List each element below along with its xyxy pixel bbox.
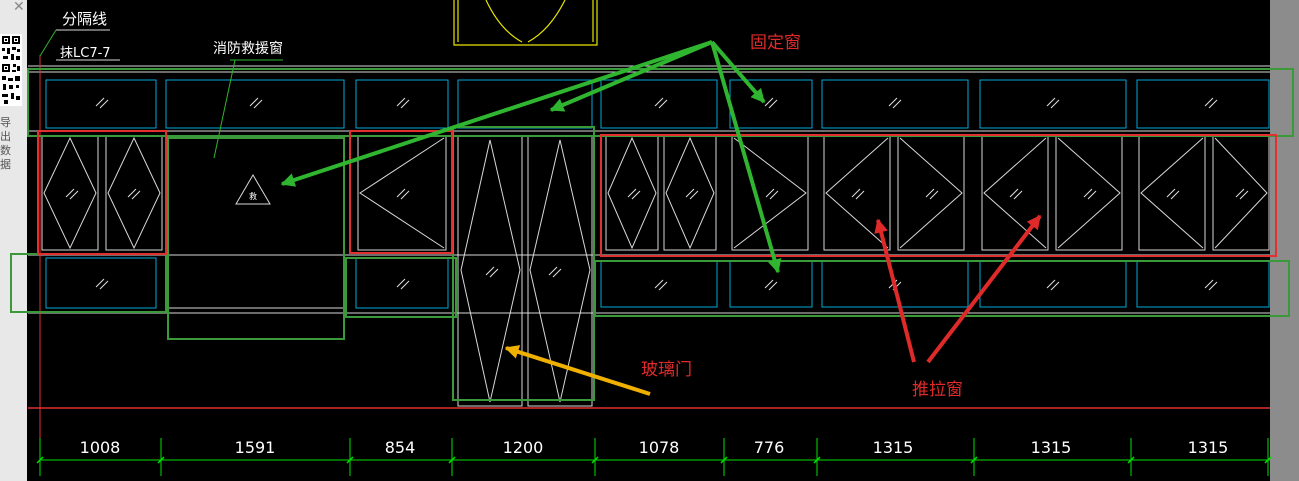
dim-1591: 1591 [235,438,276,457]
dim-1200: 1200 [503,438,544,457]
glass-door-annotation: 玻璃门 [641,360,692,380]
dim-1315-c: 1315 [1188,438,1229,457]
dimension-line [39,438,1270,476]
glass-marks [65,97,1249,291]
close-icon[interactable]: ✕ [13,0,25,15]
sliding-sashes [41,135,1270,251]
sliding-window-arrows [874,214,1042,364]
separator-label: 分隔线 [62,10,107,28]
upper-fixed-panes [45,79,1270,129]
right-scroll-panel[interactable] [1270,0,1299,481]
fire-symbol-label: 救 [249,191,257,201]
side-panel-label[interactable]: 导出数据 [0,116,11,171]
window-code-label: 抹LC7-7 [60,46,111,61]
separator-leader [39,29,120,61]
building-lines [28,65,1270,314]
dimension-ticks [36,456,1272,464]
dim-1008: 1008 [80,438,121,457]
dim-1315-a: 1315 [873,438,914,457]
glass-door [457,135,593,407]
dim-776: 776 [754,438,785,457]
lower-fixed-panes [45,257,1270,309]
sliding-window-annotation: 推拉窗 [912,380,963,400]
dim-854: 854 [385,438,416,457]
top-door-outline [453,0,598,46]
fixed-window-annotation: 固定窗 [750,33,801,53]
fire-rescue-window [167,59,345,309]
dimension-values: 1008 1591 854 1200 1078 776 1315 1315 13… [80,438,1229,457]
fire-rescue-window-label: 消防救援窗 [213,40,283,57]
left-tool-panel: ✕ 导出数据 [0,0,27,481]
dim-1315-b: 1315 [1031,438,1072,457]
glass-door-arrow [504,345,651,396]
sliding-window-highlights [37,130,1277,257]
qr-code-icon [0,34,22,106]
fixed-window-highlights [10,68,1294,401]
fixed-window-arrows [280,40,782,274]
dim-1078: 1078 [639,438,680,457]
